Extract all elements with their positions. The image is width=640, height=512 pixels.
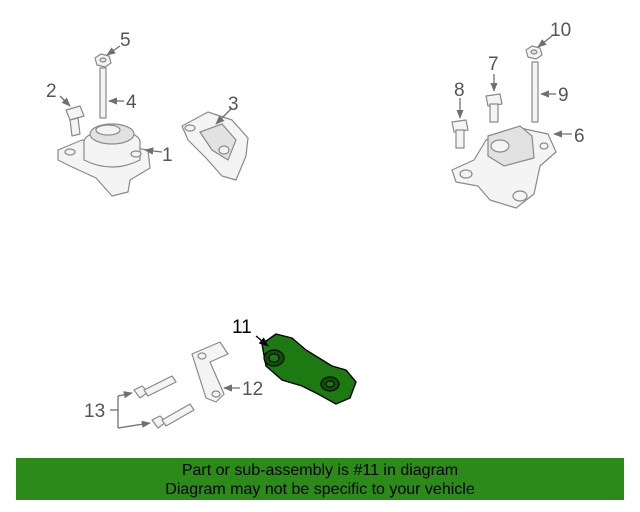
part-3-bracket[interactable] <box>181 107 249 181</box>
callout-11: 11 <box>232 317 252 338</box>
callout-8: 8 <box>454 80 465 101</box>
part-12-bracket[interactable] <box>191 341 240 403</box>
callout-6: 6 <box>574 126 585 147</box>
part-1-engine-mount[interactable] <box>57 123 163 197</box>
banner-line-2: Diagram may not be specific to your vehi… <box>165 481 475 498</box>
banner-line-1: Part or sub-assembly is #11 in diagram <box>181 462 459 479</box>
callout-1: 1 <box>162 145 173 166</box>
callout-7: 7 <box>488 54 499 75</box>
callout-13: 13 <box>84 401 105 422</box>
callout-9: 9 <box>558 85 569 106</box>
callout-4: 4 <box>126 92 137 113</box>
part-7-bolt[interactable] <box>485 74 503 123</box>
part-4-stud[interactable] <box>99 67 124 119</box>
part-5-nut[interactable] <box>94 45 121 68</box>
info-banner: Part or sub-assembly is #11 in diagram D… <box>16 458 624 500</box>
part-13-bolts[interactable] <box>110 375 195 429</box>
part-9-stud[interactable] <box>531 61 556 123</box>
callout-10: 10 <box>550 20 571 41</box>
part-11-torque-rod[interactable] <box>255 333 357 405</box>
callout-3: 3 <box>228 94 239 115</box>
part-6-transmission-mount[interactable] <box>451 125 572 209</box>
callout-2: 2 <box>46 81 57 102</box>
part-2-bolt[interactable] <box>59 95 85 137</box>
part-10-nut[interactable] <box>525 35 553 60</box>
callout-5: 5 <box>120 30 131 51</box>
part-8-bolt[interactable] <box>451 98 469 149</box>
callout-12: 12 <box>242 379 263 400</box>
